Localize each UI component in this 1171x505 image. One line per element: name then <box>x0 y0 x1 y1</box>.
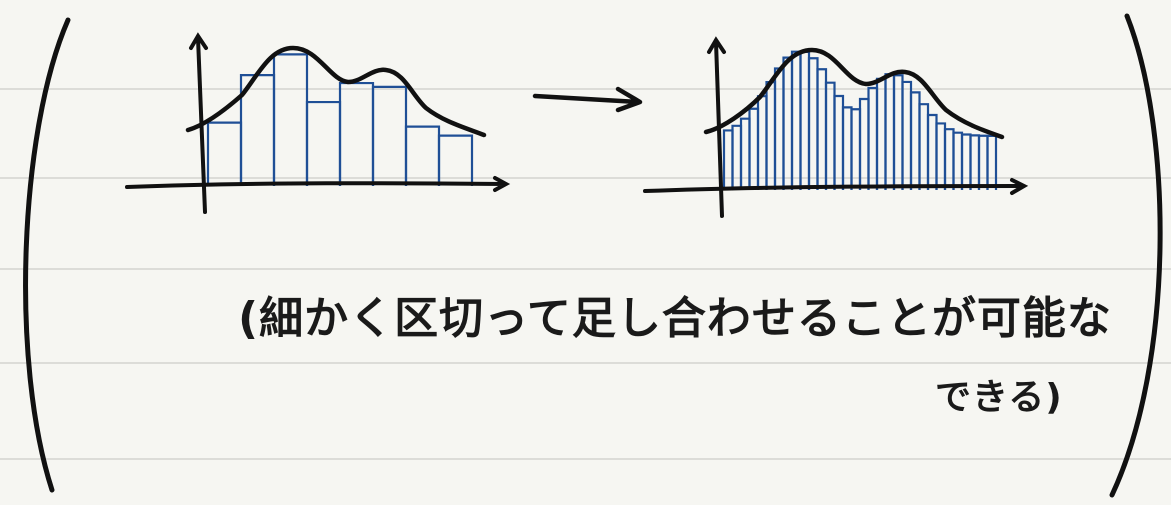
right-riemann-bar <box>782 56 794 190</box>
left-riemann-bar <box>305 100 342 186</box>
right-arrow <box>532 86 643 113</box>
left-x-axis <box>125 176 511 192</box>
left-riemann-bar <box>371 85 408 186</box>
left-riemann-bar <box>404 125 441 186</box>
left-big-paren <box>23 17 71 493</box>
right-riemann-bar <box>875 77 887 190</box>
right-riemann-bar <box>841 106 853 190</box>
right-riemann-bar <box>807 57 819 190</box>
right-riemann-bar <box>918 103 930 190</box>
right-riemann-bar <box>790 50 802 190</box>
right-riemann-bar <box>833 94 845 190</box>
right-riemann-bar <box>756 95 768 190</box>
right-big-paren <box>1109 13 1163 498</box>
handwritten-note-line-2: できる) <box>935 377 1063 418</box>
rule-line <box>0 458 1171 460</box>
right-riemann-bar <box>731 124 743 190</box>
right-x-axis <box>643 178 1029 195</box>
right-riemann-bar <box>952 131 964 190</box>
right-riemann-bar <box>926 113 938 190</box>
rule-line <box>0 177 1171 179</box>
right-plot-bars <box>722 50 998 190</box>
right-riemann-bar <box>765 81 777 190</box>
right-riemann-bar <box>943 128 955 190</box>
right-riemann-bar <box>748 107 760 190</box>
right-riemann-bar <box>824 81 836 190</box>
right-riemann-bar <box>739 117 751 190</box>
right-riemann-bar <box>977 134 989 190</box>
rule-line <box>0 362 1171 364</box>
right-riemann-bar <box>901 80 913 190</box>
right-riemann-bar <box>867 86 879 190</box>
right-riemann-bar <box>969 134 981 190</box>
rule-line <box>0 88 1171 90</box>
right-riemann-bar <box>960 133 972 190</box>
right-riemann-bar <box>816 68 828 190</box>
left-riemann-bar <box>437 134 474 186</box>
right-curve <box>703 47 1005 140</box>
right-riemann-bar <box>892 74 904 190</box>
right-riemann-bar <box>935 122 947 190</box>
right-riemann-bar <box>986 134 998 190</box>
right-riemann-bar <box>884 73 896 190</box>
left-riemann-bar <box>206 121 243 186</box>
left-plot-bars <box>206 53 474 186</box>
left-riemann-bar <box>338 81 375 186</box>
handwritten-note-line-1: (細かく区切って足し合わせることが可能な <box>238 293 1112 344</box>
rule-line <box>0 268 1171 270</box>
left-riemann-bar <box>272 53 309 186</box>
right-riemann-bar <box>773 67 785 190</box>
right-riemann-bar <box>858 97 870 190</box>
right-riemann-bar <box>909 91 921 190</box>
right-riemann-bar <box>799 50 811 190</box>
left-curve <box>185 45 487 138</box>
right-riemann-bar <box>722 129 734 190</box>
right-riemann-bar <box>850 108 862 190</box>
